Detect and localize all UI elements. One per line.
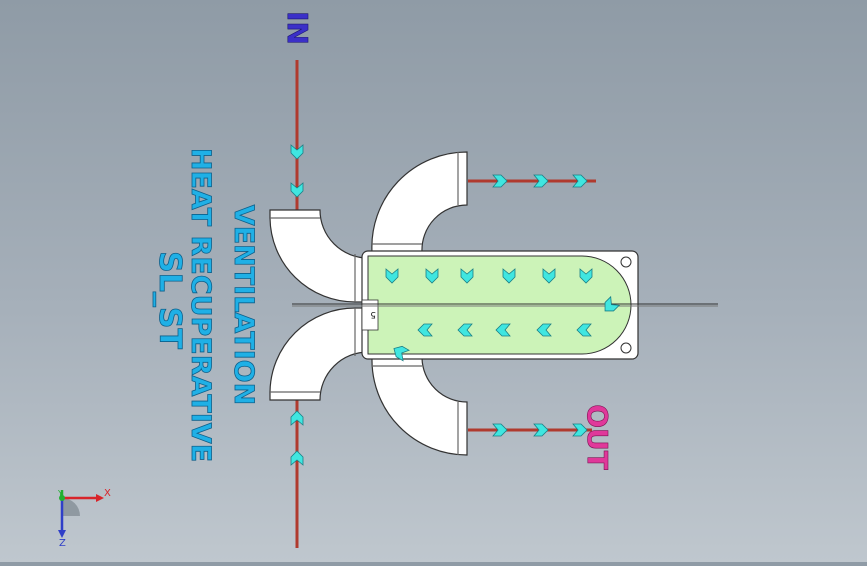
axis-y-label: Y [57, 489, 63, 498]
part-mark: 5 [370, 309, 376, 319]
exchanger-body [361, 250, 639, 360]
title-line-2: HEAT RECUPERATIVE [185, 148, 216, 462]
elbow-duct-lower-left [269, 307, 369, 401]
mount-hole-top [620, 256, 632, 268]
elbow-duct-upper-left [269, 209, 369, 303]
title-line-3: VENTILATION [228, 205, 259, 405]
elbow-duct-lower-right [371, 357, 468, 456]
xyz-axis-triad-icon [58, 490, 104, 538]
title-line-1: SL_ST [152, 251, 187, 349]
out-label: OUT [581, 404, 614, 470]
elbow-duct-upper-right [371, 151, 468, 253]
axis-z-label: Z [59, 538, 66, 549]
center-axis-line [292, 303, 718, 307]
in-label: IN [281, 11, 314, 45]
mount-hole-bottom [620, 342, 632, 354]
axis-x-label: X [104, 488, 111, 499]
